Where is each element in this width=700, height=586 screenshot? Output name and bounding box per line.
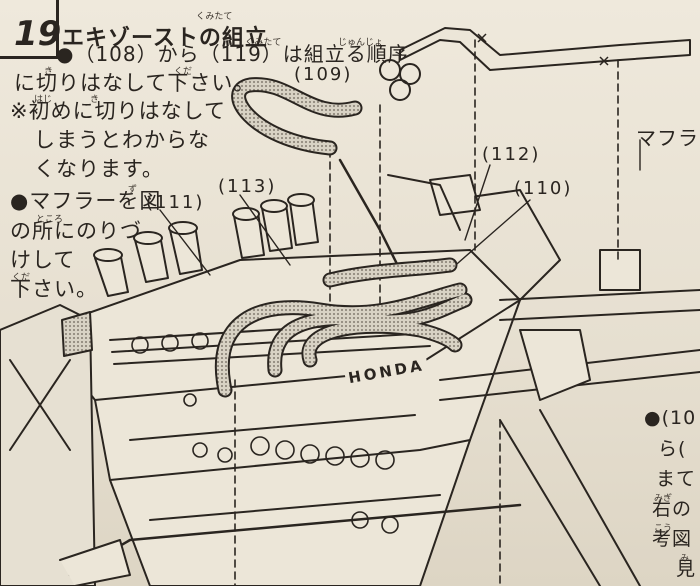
right-text-line-5-ruby: こう xyxy=(654,524,673,534)
right-text-line-6: 見 xyxy=(676,558,697,580)
instruction-line-9-ruby-1: くだ xyxy=(12,273,31,283)
step-title-ruby: くみたて xyxy=(196,12,233,22)
instruction-line-6: ●マフラーを図 xyxy=(10,189,162,213)
right-text-line-5: 考図 xyxy=(652,528,693,550)
right-text-line-6-ruby: み xyxy=(680,554,690,564)
part-label-113: (113) xyxy=(218,176,277,197)
instruction-line-6-ruby-1: ず xyxy=(128,185,138,195)
right-text-line-4-ruby: みぎ xyxy=(654,494,673,504)
part-label-111: (111) xyxy=(146,192,205,213)
instruction-line-7: の所にのりづ xyxy=(10,219,142,243)
instruction-line-4: しまうとわからな xyxy=(34,128,210,152)
instruction-line-1-ruby-2: じゅんじょ xyxy=(338,38,384,48)
instruction-line-1: ●（108）から（119）は組立る順序 xyxy=(56,42,409,66)
instruction-line-3-ruby-1: はじ xyxy=(34,95,53,105)
instruction-line-5: くなります。 xyxy=(34,157,164,181)
right-text-line-2: ら( xyxy=(658,438,687,460)
instruction-line-2: に切りはなして下さい。 xyxy=(14,71,256,95)
instruction-line-8: けして xyxy=(10,248,76,272)
instruction-line-3: ※初めに切りはなして xyxy=(10,99,226,123)
muffler-label: マフラ xyxy=(636,126,699,150)
instruction-line-1-ruby-1: くみたて xyxy=(245,38,282,48)
step-number: 19 xyxy=(14,14,62,54)
instruction-line-9: 下さい。 xyxy=(10,277,98,301)
right-text-line-3: まて xyxy=(656,468,697,490)
part-label-110: (110) xyxy=(514,178,573,199)
instruction-line-2-ruby-2: くだ xyxy=(174,67,193,77)
step-title: エキゾーストの組立 xyxy=(62,26,268,51)
instruction-line-7-ruby-1: ところ xyxy=(36,215,64,225)
instruction-line-3-ruby-2: き xyxy=(90,95,100,105)
instruction-line-2-ruby-1: き xyxy=(44,67,54,77)
right-text-line-1: ●(10 xyxy=(644,407,697,429)
right-text-line-4: 右の xyxy=(652,498,693,520)
step-corner-frame xyxy=(0,0,59,59)
part-label-109: (109) xyxy=(294,64,353,85)
part-label-112: (112) xyxy=(482,144,541,165)
